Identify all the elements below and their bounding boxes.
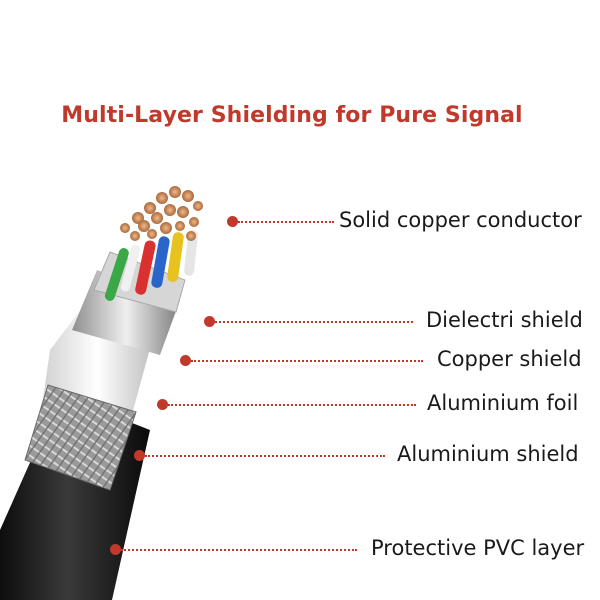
callout-dot — [227, 216, 238, 227]
callout-label: Copper shield — [437, 347, 582, 371]
conductor-bundle — [104, 186, 203, 302]
callout-leader-line — [238, 221, 334, 223]
callout-leader-line — [191, 360, 423, 362]
cable-body — [0, 252, 185, 600]
callout-leader-line — [168, 404, 416, 406]
callout-label: Solid copper conductor — [339, 208, 582, 232]
callout-dot — [204, 316, 215, 327]
callout-label: Aluminium foil — [427, 391, 578, 415]
callout-label: Aluminium shield — [397, 442, 579, 466]
callout-dot — [157, 399, 168, 410]
callout-dot — [180, 355, 191, 366]
callout-label: Dielectri shield — [426, 308, 583, 332]
callout-leader-line — [215, 321, 413, 323]
callout-dot — [110, 544, 121, 555]
callout-label: Protective PVC layer — [371, 536, 584, 560]
callout-leader-line — [145, 455, 385, 457]
callout-leader-line — [121, 549, 357, 551]
callout-dot — [134, 450, 145, 461]
